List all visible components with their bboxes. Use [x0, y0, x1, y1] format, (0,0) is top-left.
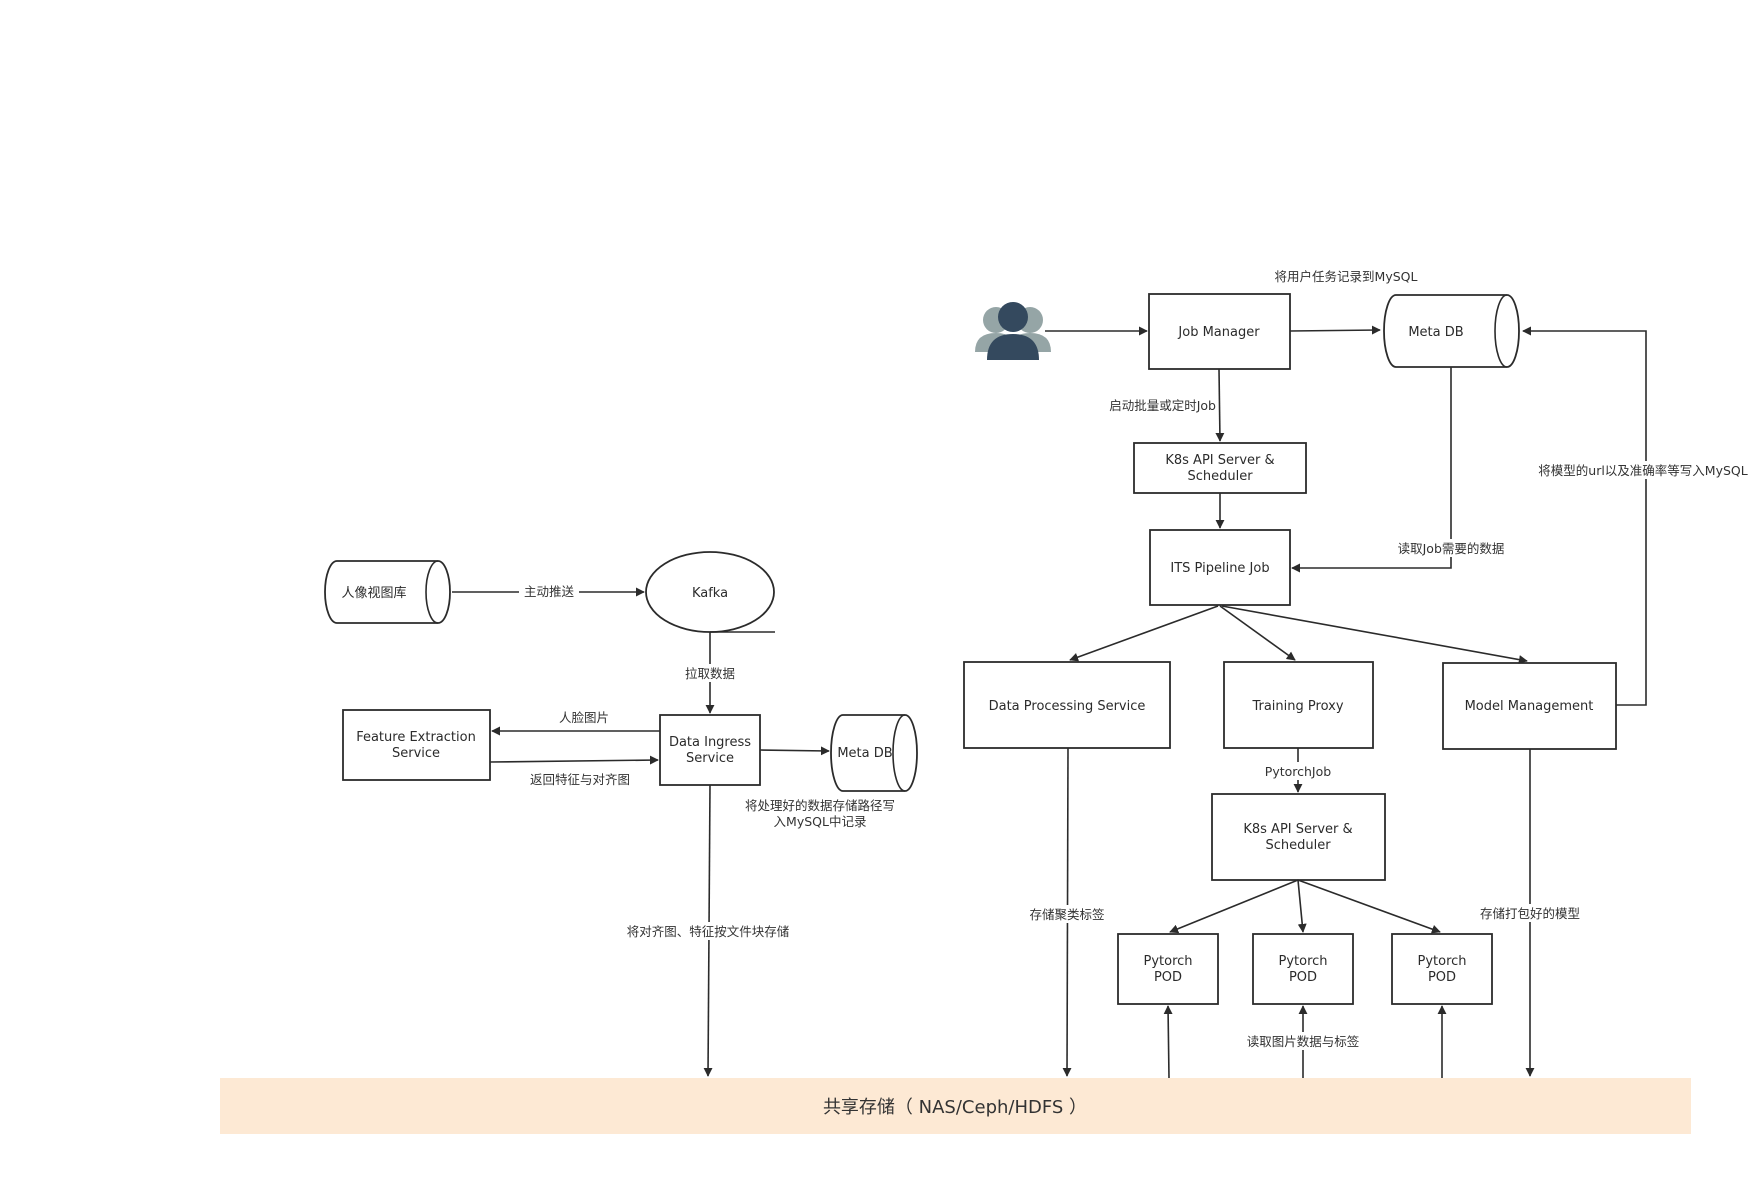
- pod-1-label-1: Pytorch: [1143, 954, 1192, 969]
- users-icon: [975, 302, 1051, 360]
- shared-storage-label: 共享存储（ NAS/Ceph/HDFS ）: [823, 1097, 1087, 1118]
- k8s-bottom-node: K8s API Server & Scheduler: [1211, 793, 1386, 881]
- edge-record-task: [1289, 325, 1381, 335]
- kafka-node: Kafka: [645, 551, 775, 633]
- model-management-label: Model Management: [1465, 699, 1594, 714]
- pod-1-label-2: POD: [1154, 970, 1182, 985]
- edge-start-job-label: 启动批量或定时Job: [1109, 398, 1216, 413]
- edge-store-blocks-label: 将对齐图、特征按文件块存储: [627, 924, 790, 939]
- edge-push-label: 主动推送: [524, 584, 575, 599]
- data-processing-node: Data Processing Service: [963, 661, 1171, 749]
- meta-db-right-node: Meta DB: [1383, 294, 1520, 368]
- k8s-top-label-1: K8s API Server &: [1165, 453, 1274, 468]
- edge-store-model-label: 存储打包好的模型: [1480, 906, 1580, 921]
- edge-write-model-url: [1522, 326, 1647, 706]
- meta-db-left-node: Meta DB: [830, 714, 918, 792]
- meta-db-left-label: Meta DB: [837, 746, 892, 761]
- edge-k8s-to-pod-1: [1169, 879, 1299, 934]
- edge-its-to-training-proxy: [1219, 605, 1296, 661]
- its-pipeline-label: ITS Pipeline Job: [1170, 561, 1269, 576]
- edge-record-task-label: 将用户任务记录到MySQL: [1275, 269, 1418, 284]
- edge-pytorch-job-label: PytorchJob: [1265, 764, 1331, 779]
- edge-write-model-url-label: 将模型的url以及准确率等写入MySQL: [1538, 463, 1747, 478]
- edge-read-images-labels-label: 读取图片数据与标签: [1247, 1034, 1360, 1049]
- job-manager-label: Job Manager: [1177, 325, 1260, 340]
- portrait-db-label: 人像视图库: [341, 585, 406, 601]
- k8s-top-label-2: Scheduler: [1187, 469, 1253, 484]
- edge-k8s-to-pod-2: [1297, 879, 1307, 933]
- edge-read-job-data: [1291, 367, 1452, 573]
- edge-its-to-model-management: [1221, 605, 1528, 664]
- edge-its-to-data-processing: [1069, 605, 1219, 662]
- edge-return-feature-label: 返回特征与对齐图: [530, 772, 630, 787]
- edge-face-image-label: 人脸图片: [559, 710, 609, 725]
- shared-storage: 共享存储（ NAS/Ceph/HDFS ）: [220, 1078, 1691, 1134]
- k8s-bottom-label-1: K8s API Server &: [1243, 822, 1352, 837]
- training-proxy-node: Training Proxy: [1223, 661, 1374, 749]
- pod-2-node: Pytorch POD: [1252, 933, 1354, 1005]
- meta-db-right-label: Meta DB: [1408, 325, 1463, 340]
- job-manager-node: Job Manager: [1148, 293, 1291, 370]
- pod-3-label-2: POD: [1428, 970, 1456, 985]
- edge-save-path: [759, 746, 830, 756]
- right-edges: 将用户任务记录到MySQL 启动批量或定时Job 读取Job需要的数据 将模型的…: [1023, 269, 1750, 1079]
- k8s-bottom-label-2: Scheduler: [1265, 838, 1331, 853]
- shared-storage-band: [220, 1078, 1691, 1134]
- edge-pull-label: 拉取数据: [685, 666, 735, 681]
- data-processing-label: Data Processing Service: [989, 699, 1146, 714]
- edge-save-path-label-2: 入MySQL中记录: [774, 814, 867, 829]
- feature-extraction-label-1: Feature Extraction: [356, 730, 476, 745]
- edge-store-cluster-labels-label: 存储聚类标签: [1029, 907, 1105, 922]
- edge-storage-to-pod-1: [1163, 1005, 1173, 1079]
- pod-2-label-2: POD: [1289, 970, 1317, 985]
- left-edges: 主动推送 拉取数据 人脸图片 返回特征与对齐图 将处理好的数据存储路径写 入My…: [452, 582, 895, 1077]
- feature-extraction-node: Feature Extraction Service: [342, 709, 491, 781]
- edge-k8s-to-pod-3: [1297, 879, 1441, 934]
- pod-3-label-1: Pytorch: [1417, 954, 1466, 969]
- data-ingress-label-2: Service: [686, 751, 734, 766]
- edge-return-feature: [489, 755, 659, 765]
- edge-save-path-label-1: 将处理好的数据存储路径写: [745, 798, 895, 813]
- data-ingress-node: Data Ingress Service: [659, 714, 761, 786]
- edge-start-job: [1215, 368, 1225, 442]
- model-management-node: Model Management: [1442, 662, 1617, 750]
- feature-extraction-label-2: Service: [392, 746, 440, 761]
- kafka-label: Kafka: [692, 586, 728, 601]
- k8s-top-node: K8s API Server & Scheduler: [1133, 442, 1307, 494]
- pod-3-node: Pytorch POD: [1391, 933, 1493, 1005]
- portrait-db-node: 人像视图库: [324, 560, 451, 624]
- training-proxy-label: Training Proxy: [1251, 699, 1343, 714]
- pod-2-label-1: Pytorch: [1278, 954, 1327, 969]
- edge-read-job-data-label: 读取Job需要的数据: [1398, 541, 1505, 556]
- pod-1-node: Pytorch POD: [1117, 933, 1219, 1005]
- its-pipeline-node: ITS Pipeline Job: [1149, 529, 1291, 606]
- data-ingress-label-1: Data Ingress: [669, 735, 751, 750]
